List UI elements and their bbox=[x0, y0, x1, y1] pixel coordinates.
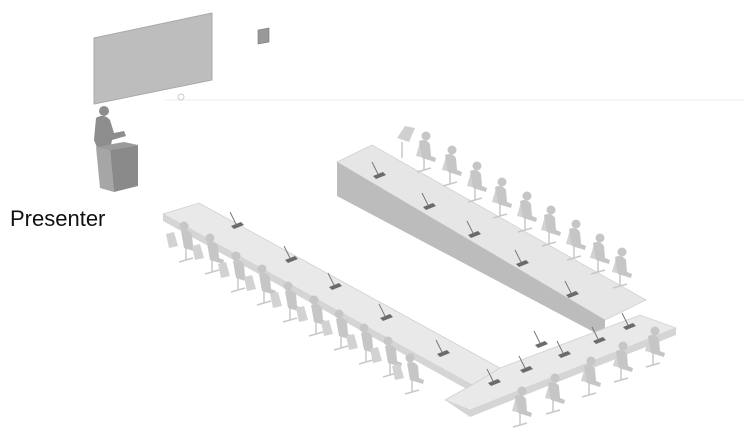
participant-figure bbox=[416, 132, 436, 173]
back-table-top bbox=[337, 145, 646, 320]
participant-figure bbox=[467, 162, 487, 203]
wall-speaker-icon bbox=[258, 28, 269, 44]
participant-figure bbox=[492, 178, 512, 219]
office-chair-icon bbox=[397, 126, 415, 158]
projection-screen bbox=[94, 13, 212, 104]
presenter-label: Presenter bbox=[10, 206, 105, 232]
participant-figure bbox=[442, 146, 462, 187]
participant-figure bbox=[541, 206, 561, 247]
wall-socket-icon bbox=[178, 94, 184, 100]
presenter-head bbox=[99, 106, 109, 116]
presenter-group bbox=[94, 106, 138, 192]
lectern-side bbox=[110, 145, 138, 192]
microphone-icon bbox=[534, 331, 548, 348]
participant-figure bbox=[566, 220, 586, 261]
participant-figure bbox=[517, 192, 537, 233]
participant-figure bbox=[590, 234, 610, 275]
participant-figure bbox=[612, 248, 632, 289]
